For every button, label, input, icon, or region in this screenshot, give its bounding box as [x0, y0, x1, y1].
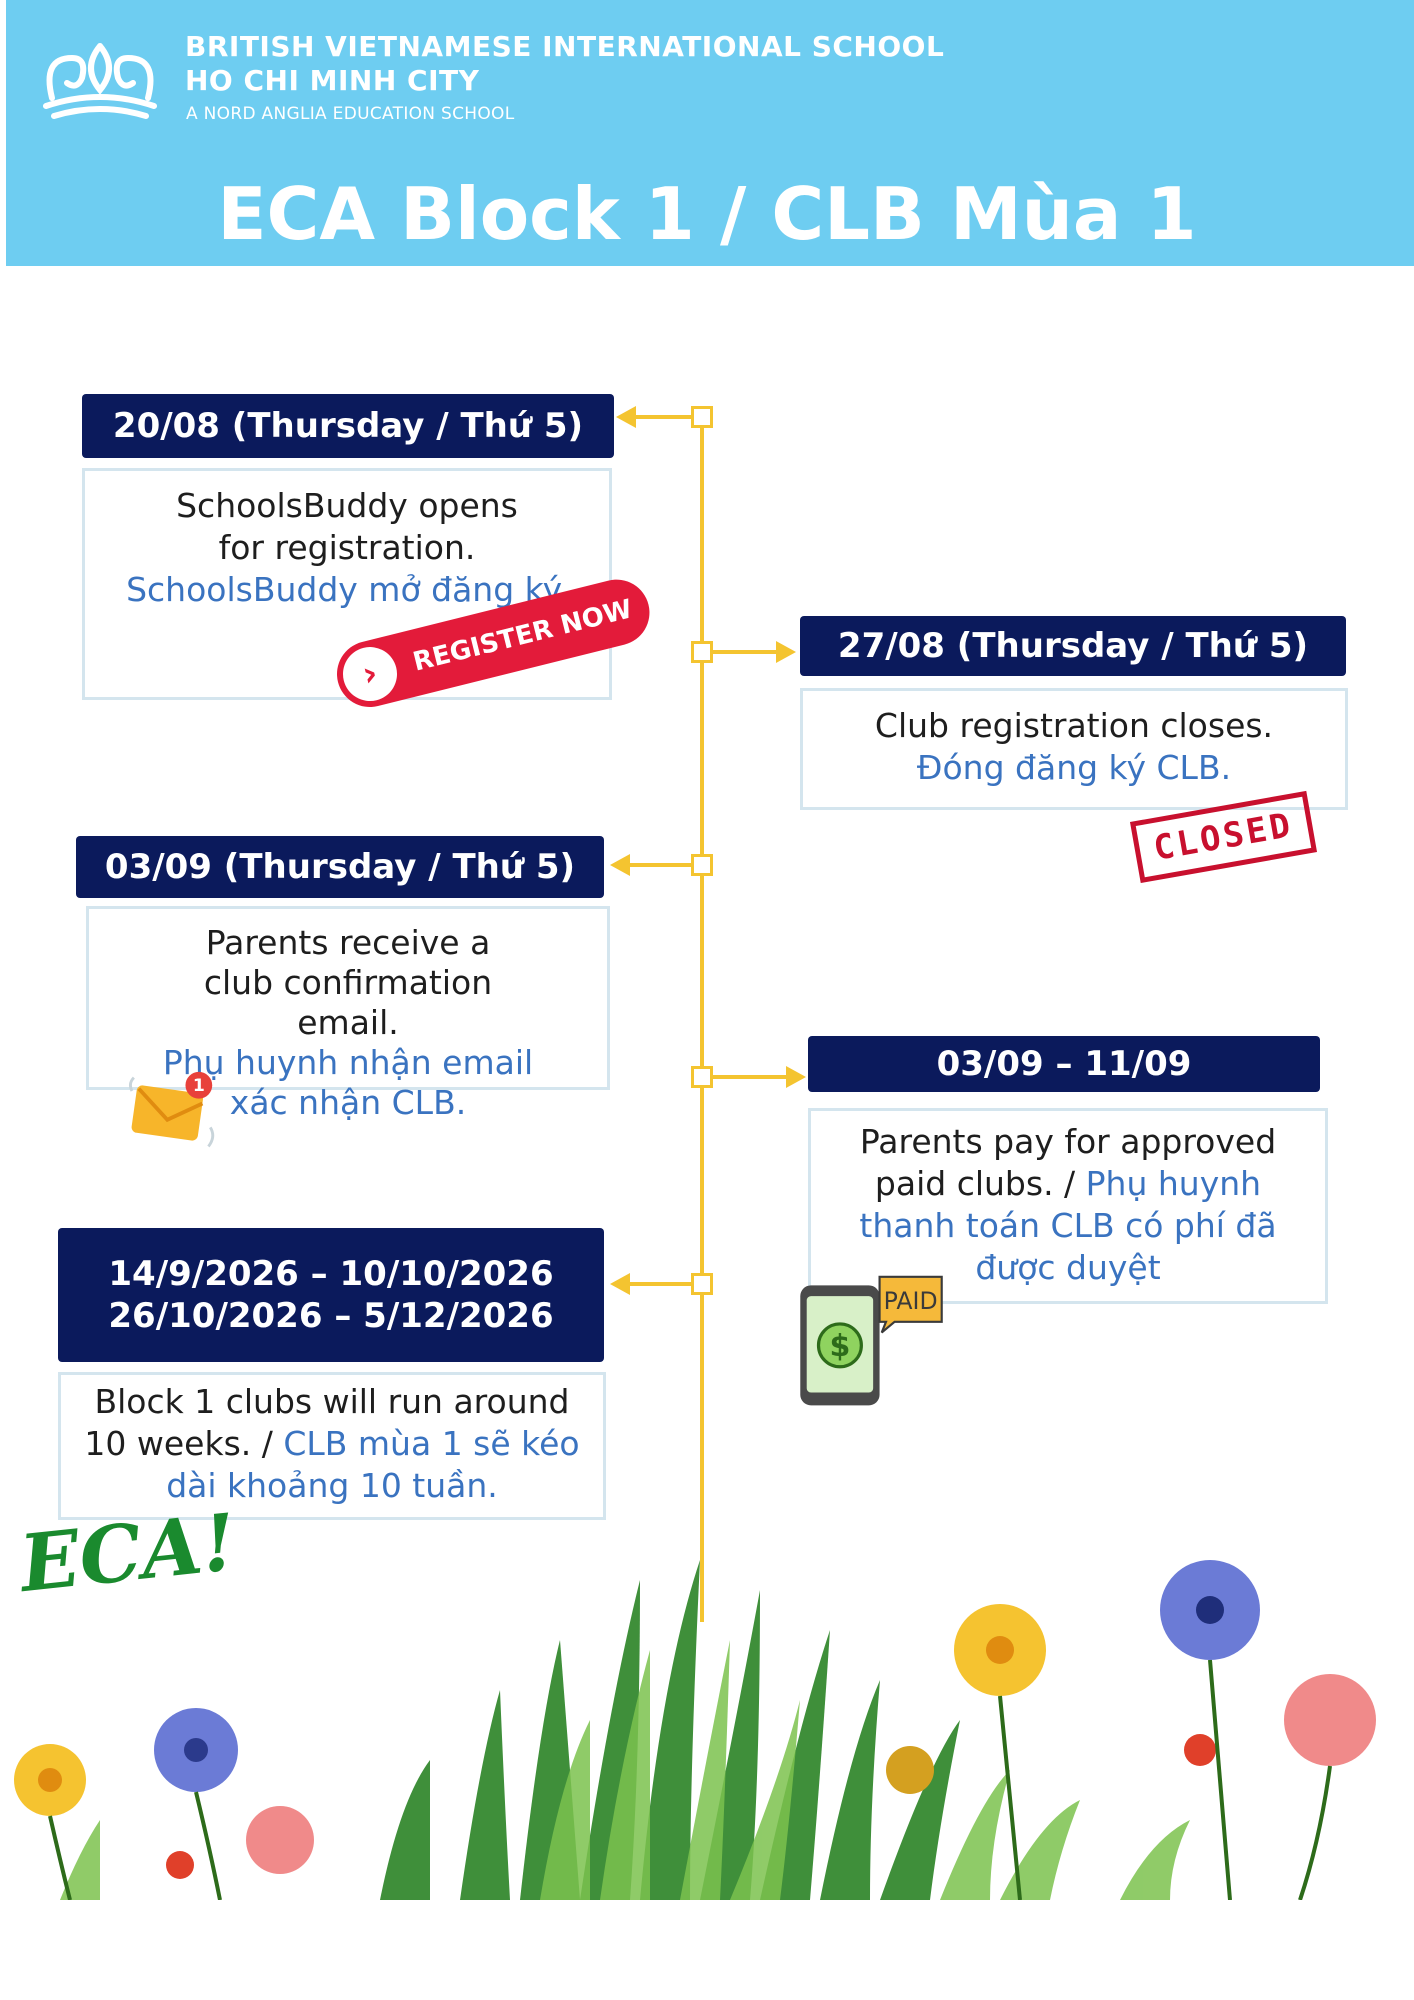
arrow-right-icon	[776, 641, 796, 663]
timeline-connector-2	[712, 650, 776, 654]
event-5-details: Block 1 clubs will run around 10 weeks. …	[58, 1372, 606, 1520]
paid-label: PAID	[884, 1287, 938, 1315]
event-1-en: SchoolsBuddy opens for registration.	[176, 486, 518, 567]
event-5-date: 14/9/2026 – 10/10/2026 26/10/2026 – 5/12…	[58, 1228, 604, 1362]
event-5-date-line2: 26/10/2026 – 5/12/2026	[108, 1296, 554, 1336]
arrow-right-icon	[786, 1066, 806, 1088]
event-2-date: 27/08 (Thursday / Thứ 5)	[800, 616, 1346, 676]
timeline-connector-3	[630, 863, 692, 867]
event-1-details: SchoolsBuddy opens for registration. Sch…	[82, 468, 612, 700]
envelope-icon: 1	[129, 1071, 215, 1148]
event-3-en: Parents receive a club confirmation emai…	[203, 923, 493, 1042]
header-banner	[6, 0, 1414, 266]
timeline-node-2	[691, 641, 713, 663]
event-2-vi: Đóng đăng ký CLB.	[916, 748, 1232, 787]
phone-payment-icon: $ PAID	[800, 1275, 943, 1406]
event-5-en: Block 1 clubs will run around 10 weeks. …	[84, 1382, 570, 1463]
event-2-date-text: 27/08 (Thursday / Thứ 5)	[837, 626, 1309, 666]
event-5-date-line1: 14/9/2026 – 10/10/2026	[108, 1254, 554, 1294]
event-2-en: Club registration closes.	[874, 706, 1274, 745]
event-3-date-text: 03/09 (Thursday / Thứ 5)	[104, 847, 576, 887]
timeline-line	[700, 412, 704, 1622]
event-3-details: Parents receive a club confirmation emai…	[86, 906, 610, 1122]
event-4-vi: Phụ huynh thanh toán CLB có phí đã được …	[859, 1164, 1277, 1287]
arrow-left-icon	[616, 406, 636, 428]
event-4-details: Parents pay for approved paid clubs. / P…	[808, 1108, 1328, 1304]
school-name: BRITISH VIETNAMESE INTERNATIONAL SCHOOL …	[185, 30, 944, 98]
flower-meadow-illustration	[14, 1560, 1376, 1900]
event-3-vi: Phụ huynh nhận email xác nhận CLB.	[162, 1043, 534, 1122]
timeline-node-4	[691, 1066, 713, 1088]
timeline-connector-1	[636, 415, 692, 419]
event-3-date: 03/09 (Thursday / Thứ 5)	[76, 836, 604, 898]
svg-text:$: $	[829, 1329, 850, 1364]
event-5-vi: CLB mùa 1 sẽ kéo dài khoảng 10 tuần.	[166, 1424, 580, 1505]
event-1-date: 20/08 (Thursday / Thứ 5)	[82, 394, 614, 458]
timeline-node-3	[691, 854, 713, 876]
school-name-line2: HO CHI MINH CITY	[185, 64, 480, 97]
event-2-details: Club registration closes. Đóng đăng ký C…	[800, 688, 1348, 810]
page-title: ECA Block 1 / CLB Mùa 1	[217, 172, 1197, 256]
event-4-date: 03/09 – 11/09	[808, 1036, 1320, 1092]
school-subtitle: A NORD ANGLIA EDUCATION SCHOOL	[186, 104, 515, 124]
event-4-en: Parents pay for approved paid clubs. /	[859, 1122, 1277, 1203]
school-crest-logo	[43, 43, 157, 119]
timeline-connector-4	[712, 1075, 786, 1079]
arrow-left-icon	[610, 854, 630, 876]
arrow-left-icon	[610, 1273, 630, 1295]
event-4-date-text: 03/09 – 11/09	[936, 1044, 1192, 1084]
timeline-node-5	[691, 1273, 713, 1295]
event-1-date-text: 20/08 (Thursday / Thứ 5)	[112, 406, 584, 446]
timeline-connector-5	[630, 1282, 692, 1286]
event-1-vi: SchoolsBuddy mở đăng ký.	[126, 570, 568, 609]
timeline-node-1	[691, 406, 713, 428]
envelope-badge-count: 1	[193, 1076, 205, 1096]
school-name-line1: BRITISH VIETNAMESE INTERNATIONAL SCHOOL	[185, 30, 945, 63]
